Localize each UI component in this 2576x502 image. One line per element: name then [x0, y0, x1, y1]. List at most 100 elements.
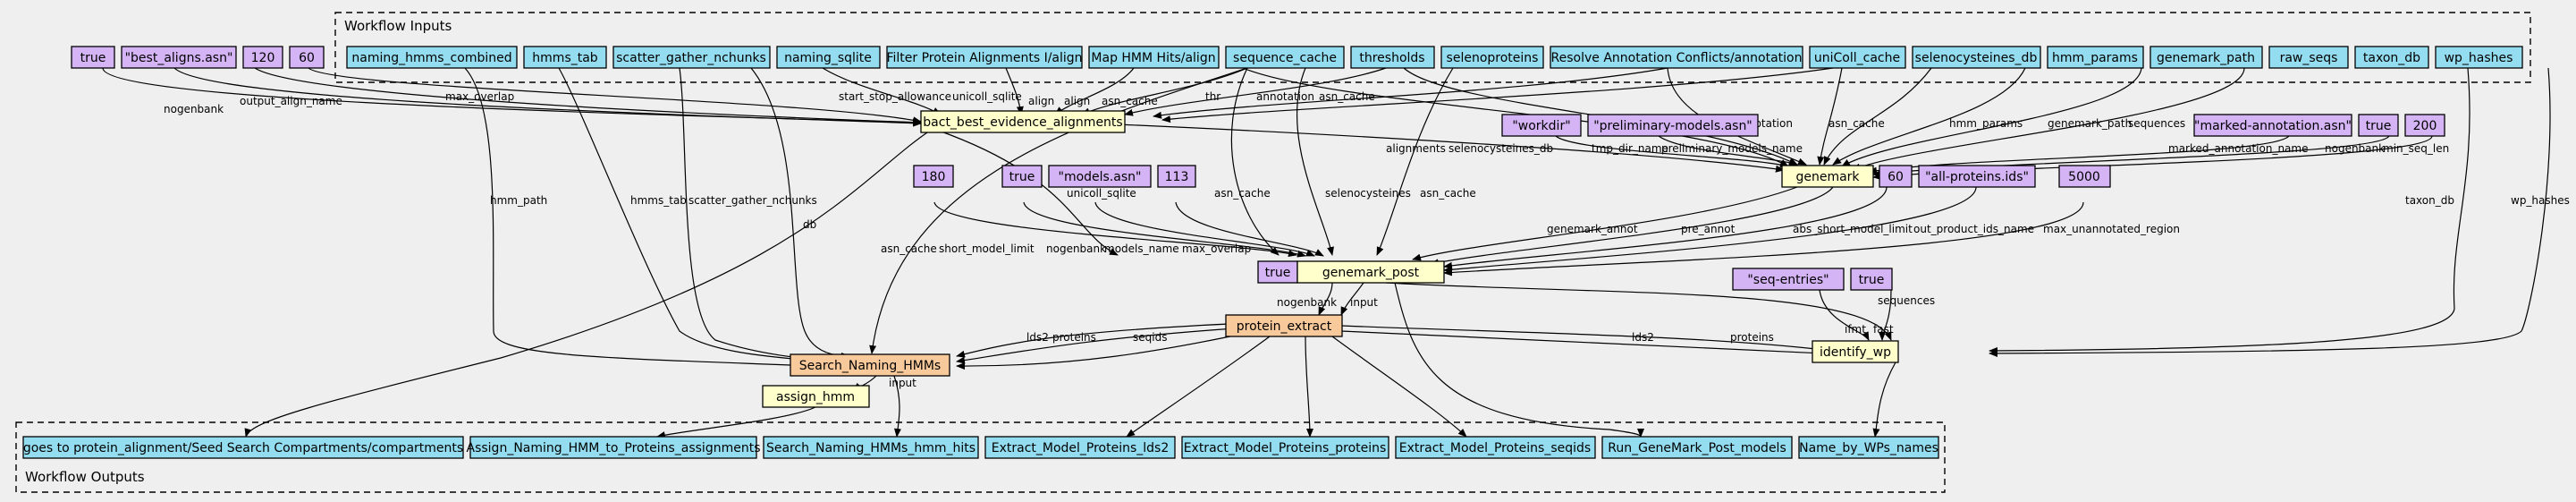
node-sequence-cache[interactable]: sequence_cache	[1225, 46, 1345, 69]
node-param-5000[interactable]: 5000	[2058, 165, 2111, 188]
edge-label-lds2-1: lds2	[1026, 331, 1049, 344]
node-selenocysteines-db[interactable]: selenocysteines_db	[1912, 46, 2041, 69]
svg-text:selenocysteines_db: selenocysteines_db	[1915, 51, 2038, 65]
svg-text:goes to protein_alignment/Seed: goes to protein_alignment/Seed Search Co…	[23, 441, 463, 455]
node-search-naming-hmms[interactable]: Search_Naming_HMMs	[790, 353, 950, 377]
node-filter-protein-alignments[interactable]: Filter Protein Alignments I/align	[886, 46, 1083, 69]
edge-label-db: db	[803, 218, 816, 231]
node-hmms-tab[interactable]: hmms_tab	[523, 46, 607, 69]
edge-label-asn-cache-2: asn_cache	[1319, 90, 1375, 103]
node-param-preliminary-models[interactable]: "preliminary-models.asn"	[1587, 114, 1759, 137]
edge-genemark-annot	[1412, 186, 1798, 261]
node-param-models-asn[interactable]: "models.asn"	[1048, 165, 1152, 188]
svg-text:true: true	[80, 51, 106, 65]
edge-label-pre-annot: pre_annot	[1681, 223, 1736, 235]
edge-proteins-2	[1340, 330, 1825, 357]
svg-text:"best_aligns.asn": "best_aligns.asn"	[125, 51, 233, 65]
node-naming-hmms-combined[interactable]: naming_hmms_combined	[346, 46, 518, 69]
node-protein-extract[interactable]: protein_extract	[1225, 314, 1343, 337]
svg-text:Map HMM Hits/align: Map HMM Hits/align	[1091, 51, 1215, 65]
node-param-marked-annotation[interactable]: "marked-annotation.asn"	[2193, 114, 2352, 137]
node-genemark-post[interactable]: genemark_post	[1296, 260, 1445, 284]
edge-to-out-compartments	[244, 130, 931, 438]
node-taxon-db[interactable]: taxon_db	[2354, 46, 2429, 69]
node-scatter-gather-nchunks[interactable]: scatter_gather_nchunks	[612, 46, 771, 69]
node-out-search-hits[interactable]: Search_Naming_HMMs_hmm_hits	[763, 436, 979, 459]
node-param-true-1[interactable]: true	[71, 46, 115, 69]
node-param-best-aligns[interactable]: "best_aligns.asn"	[121, 46, 237, 69]
node-selenoproteins[interactable]: selenoproteins	[1440, 46, 1544, 69]
node-param-60-1[interactable]: 60	[289, 46, 325, 69]
edge-label-proteins-2: proteins	[1730, 331, 1774, 344]
svg-text:60: 60	[299, 51, 315, 65]
edge-ifmt	[1819, 289, 1870, 341]
node-unicoll-cache[interactable]: uniColl_cache	[1809, 46, 1906, 69]
edge-pre-annot	[1430, 186, 1834, 267]
edge-label-taxon-db: taxon_db	[2405, 194, 2454, 207]
node-param-true-3[interactable]: true	[1001, 165, 1043, 188]
node-param-113[interactable]: 113	[1157, 165, 1196, 188]
edge-max-overlap-2	[1175, 201, 1324, 257]
edges	[102, 67, 2551, 438]
edge-to-out-search-hits	[893, 375, 901, 438]
svg-text:"all-proteins.ids": "all-proteins.ids"	[1925, 170, 2029, 184]
node-out-proteins[interactable]: Extract_Model_Proteins_proteins	[1181, 436, 1389, 459]
edge-label-lds2-2: lds2	[1632, 331, 1654, 344]
svg-text:assign_hmm: assign_hmm	[776, 390, 855, 404]
edge-label-max-overlap: max_overlap	[445, 90, 514, 103]
edge-label-sequences-1: sequences	[2128, 117, 2185, 130]
svg-text:Name_by_WPs_names: Name_by_WPs_names	[1799, 441, 1938, 455]
svg-text:naming_hmms_combined: naming_hmms_combined	[351, 51, 511, 65]
edge-genemark-path	[1841, 67, 2142, 167]
edge-unicoll-sqlite-1	[822, 67, 942, 115]
node-param-180[interactable]: 180	[913, 165, 954, 188]
edge-short-model-limit	[933, 201, 1297, 258]
edge-asn-cache-7	[1376, 67, 1454, 256]
edge-label-nogenbank-1: nogenbank	[164, 103, 224, 115]
edge-label-out-product-ids-name: out_product_ids_name	[1913, 223, 2034, 235]
edge-thr-2	[1403, 67, 1798, 166]
svg-text:scatter_gather_nchunks: scatter_gather_nchunks	[616, 51, 766, 65]
node-out-lds2[interactable]: Extract_Model_Proteins_lds2	[984, 436, 1176, 459]
node-bact-best-evidence-alignments[interactable]: bact_best_evidence_alignments	[920, 110, 1126, 133]
node-hmm-params[interactable]: hmm_params	[2047, 46, 2144, 69]
edge-label-tmp-dir-name: tmp_dir_name	[1592, 142, 1668, 155]
node-assign-hmm[interactable]: assign_hmm	[762, 385, 870, 408]
node-wp-hashes[interactable]: wp_hashes	[2435, 46, 2523, 69]
node-resolve-annotation-conflicts[interactable]: Resolve Annotation Conflicts/annotation	[1550, 46, 1803, 69]
edge-to-out-proteins	[1305, 336, 1313, 438]
node-param-60-2[interactable]: 60	[1879, 165, 1913, 188]
node-param-true-4[interactable]: true	[1257, 260, 1298, 284]
node-param-200[interactable]: 200	[2404, 114, 2445, 137]
edge-label-max-overlap-2: max_overlap	[1182, 242, 1251, 255]
node-out-run-genemark[interactable]: Run_GeneMark_Post_models	[1601, 436, 1793, 459]
edge-label-hmm-path: hmm_path	[490, 194, 547, 207]
node-map-hmm-hits[interactable]: Map HMM Hits/align	[1088, 46, 1220, 69]
node-out-assign-naming[interactable]: Assign_Naming_HMM_to_Proteins_assignment…	[467, 436, 761, 459]
edge-label-asn-cache-7: asn_cache	[1420, 187, 1476, 200]
edge-models-name	[1094, 201, 1315, 257]
node-thresholds[interactable]: thresholds	[1350, 46, 1435, 69]
node-param-true-5[interactable]: true	[1850, 268, 1893, 291]
edge-label-models-name: models_name	[1104, 242, 1179, 255]
node-param-seq-entries[interactable]: "seq-entries"	[1732, 268, 1845, 291]
node-identify-wp[interactable]: identify_wp	[1812, 340, 1899, 363]
edge-asn-cache-2	[1161, 67, 1834, 123]
edge-label-asn-cache-4: asn_cache	[1829, 117, 1885, 130]
node-out-name-by-wps[interactable]: Name_by_WPs_names	[1798, 436, 1939, 459]
node-raw-seqs[interactable]: raw_seqs	[2268, 46, 2349, 69]
node-param-workdir[interactable]: "workdir"	[1501, 114, 1582, 137]
node-out-seqids[interactable]: Extract_Model_Proteins_seqids	[1395, 436, 1596, 459]
edge-label-thr-1: thr	[1205, 90, 1220, 103]
node-param-all-proteins[interactable]: "all-proteins.ids"	[1918, 165, 2036, 188]
node-naming-sqlite[interactable]: naming_sqlite	[776, 46, 881, 69]
svg-text:protein_extract: protein_extract	[1237, 319, 1332, 334]
svg-text:"seq-entries": "seq-entries"	[1747, 273, 1829, 287]
node-out-compartments[interactable]: goes to protein_alignment/Seed Search Co…	[22, 436, 464, 459]
edge-max-overlap	[254, 67, 922, 126]
node-param-true-2[interactable]: true	[2358, 114, 2399, 137]
node-param-120[interactable]: 120	[242, 46, 283, 69]
node-genemark[interactable]: genemark	[1781, 165, 1874, 188]
node-genemark-path[interactable]: genemark_path	[2149, 46, 2263, 69]
